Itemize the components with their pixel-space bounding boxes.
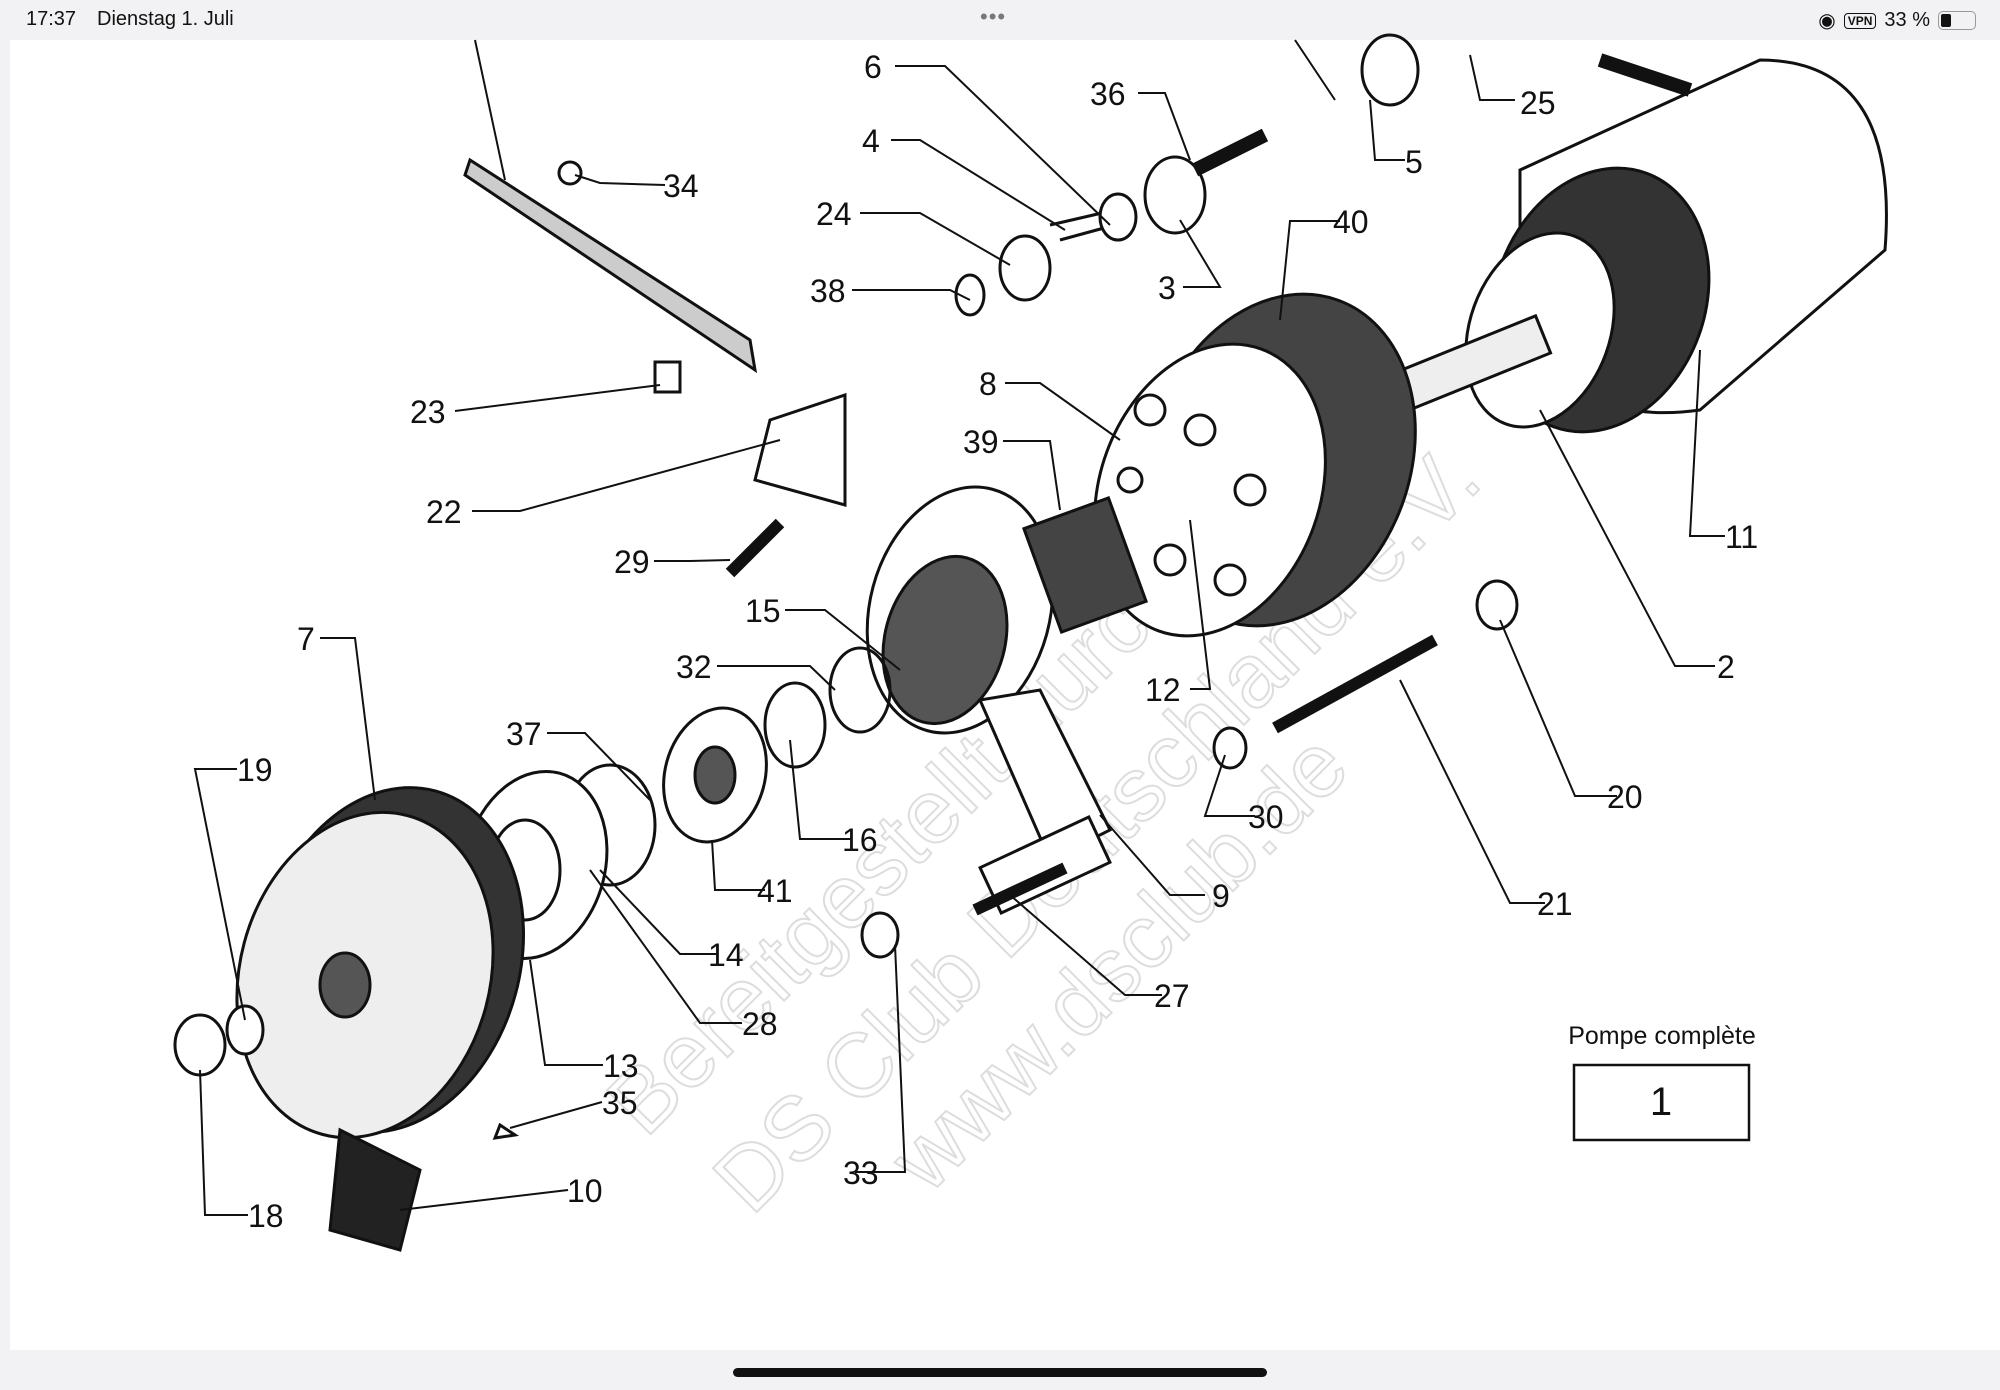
callout-38: 38 bbox=[810, 273, 846, 309]
drive-belt bbox=[328, 1127, 422, 1252]
callout-33: 33 bbox=[843, 1155, 879, 1191]
status-bar: 17:37 Dienstag 1. Juli ••• ◉ VPN 33 % bbox=[0, 0, 2000, 40]
callout-labels: 6 36 25 4 5 34 24 40 3 38 8 23 39 22 11 … bbox=[237, 49, 1758, 1234]
callout-9: 9 bbox=[1212, 878, 1230, 914]
nut bbox=[557, 160, 583, 186]
multitasking-dots[interactable]: ••• bbox=[980, 4, 1007, 29]
bolt bbox=[972, 862, 1068, 916]
callout-22: 22 bbox=[426, 494, 462, 530]
leader-lines bbox=[193, 39, 1725, 1216]
callout-7: 7 bbox=[297, 621, 315, 657]
callout-8: 8 bbox=[979, 366, 997, 402]
callout-23: 23 bbox=[410, 394, 446, 430]
callout-25: 25 bbox=[1520, 85, 1556, 121]
callout-6: 6 bbox=[864, 49, 882, 85]
nut bbox=[1475, 579, 1519, 631]
screw bbox=[725, 518, 785, 578]
callout-24: 24 bbox=[816, 196, 852, 232]
callout-14: 14 bbox=[708, 937, 744, 973]
callout-35: 35 bbox=[602, 1085, 638, 1121]
callout-5: 5 bbox=[1405, 144, 1423, 180]
wifi-icon: ◉ bbox=[1818, 10, 1836, 32]
valve-spring bbox=[1360, 33, 1420, 107]
callout-30: 30 bbox=[1248, 799, 1284, 835]
woodruff-key bbox=[492, 1122, 520, 1140]
vpn-badge: VPN bbox=[1843, 12, 1877, 29]
nut bbox=[173, 1013, 227, 1077]
mounting-rail bbox=[463, 157, 758, 374]
callout-10: 10 bbox=[567, 1173, 603, 1209]
callout-13: 13 bbox=[603, 1048, 639, 1084]
callout-18: 18 bbox=[248, 1198, 284, 1234]
o-ring bbox=[954, 273, 986, 317]
home-indicator[interactable] bbox=[733, 1368, 1267, 1377]
callout-34: 34 bbox=[663, 168, 699, 204]
callout-2: 2 bbox=[1717, 649, 1735, 685]
callout-27: 27 bbox=[1154, 978, 1190, 1014]
clock: 17:37 bbox=[26, 8, 77, 30]
battery-icon bbox=[1938, 11, 1976, 30]
valve-stem bbox=[1191, 128, 1269, 177]
pin bbox=[1597, 53, 1693, 97]
mounting-plate bbox=[753, 392, 847, 507]
nut bbox=[1212, 726, 1248, 770]
pump-bracket bbox=[865, 485, 1149, 916]
square-nut bbox=[653, 360, 682, 394]
tie-rod bbox=[1272, 634, 1438, 734]
callout-39: 39 bbox=[963, 424, 999, 460]
spring bbox=[828, 646, 892, 734]
nut bbox=[860, 911, 900, 959]
valve-head bbox=[1143, 155, 1207, 235]
pulley bbox=[235, 786, 525, 1252]
callout-12: 12 bbox=[1145, 672, 1181, 708]
motor-housing bbox=[1357, 58, 1888, 434]
callout-29: 29 bbox=[614, 544, 650, 580]
callout-40: 40 bbox=[1333, 204, 1369, 240]
callout-41: 41 bbox=[757, 873, 793, 909]
pump-rotor bbox=[1093, 292, 1417, 638]
lock-washer bbox=[225, 1004, 265, 1056]
callout-21: 21 bbox=[1537, 886, 1573, 922]
callout-16: 16 bbox=[842, 822, 878, 858]
seal-ring bbox=[763, 681, 827, 769]
callout-32: 32 bbox=[676, 649, 712, 685]
valve-body bbox=[998, 234, 1052, 302]
callout-4: 4 bbox=[862, 123, 880, 159]
callout-36: 36 bbox=[1090, 76, 1126, 112]
callout-19: 19 bbox=[237, 752, 273, 788]
assembly-number-box bbox=[1572, 1063, 1751, 1142]
assembly-number: 1 bbox=[1650, 1080, 1672, 1124]
callout-15: 15 bbox=[745, 593, 781, 629]
callout-20: 20 bbox=[1607, 779, 1643, 815]
callout-28: 28 bbox=[742, 1006, 778, 1042]
battery-percent: 33 % bbox=[1884, 9, 1930, 31]
callout-11: 11 bbox=[1725, 519, 1758, 555]
date: Dienstag 1. Juli bbox=[97, 8, 234, 30]
callout-3: 3 bbox=[1158, 270, 1176, 306]
valve-seat bbox=[1098, 192, 1138, 242]
assembly-caption: Pompe complète bbox=[1568, 1022, 1756, 1050]
callout-37: 37 bbox=[506, 716, 542, 752]
